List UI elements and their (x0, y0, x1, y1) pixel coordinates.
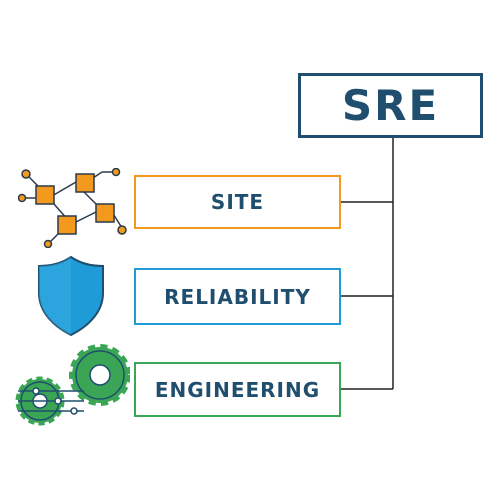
gears-icon (15, 344, 130, 426)
title-box: SRE (298, 73, 483, 138)
term-site-box: SITE (134, 175, 341, 229)
term-reliability-box: RELIABILITY (134, 268, 341, 325)
term-engineering-box: ENGINEERING (134, 362, 341, 417)
circuit-icon (18, 168, 127, 248)
shield-icon (38, 255, 104, 337)
